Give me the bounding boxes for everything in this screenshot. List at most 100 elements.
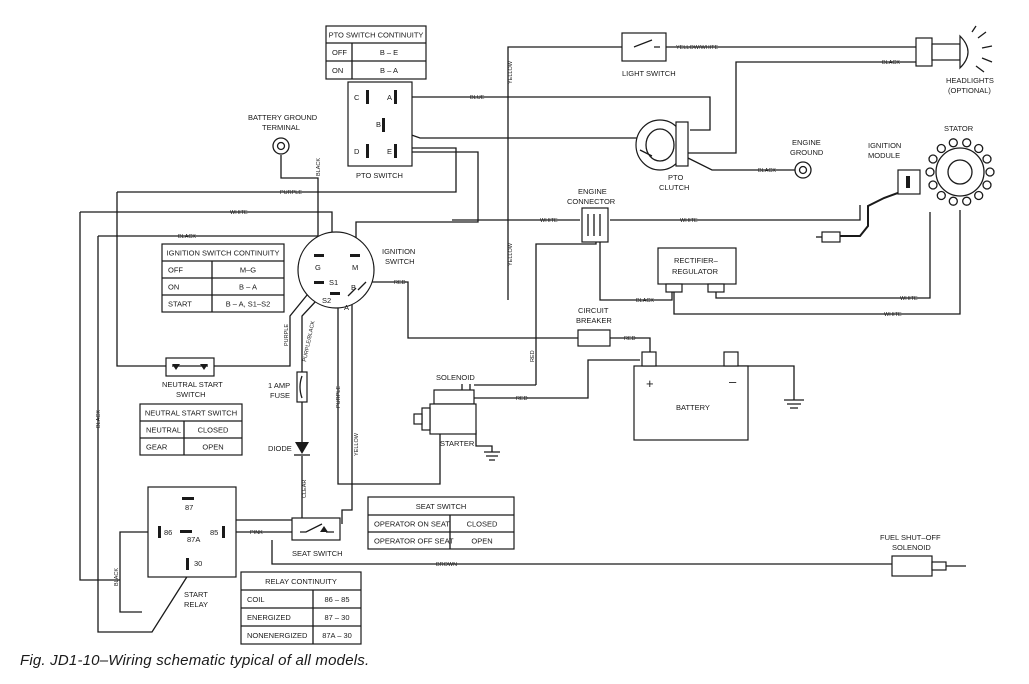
engine-ground: ENGINE GROUND [790,138,824,179]
table-cell: CLOSED [198,426,229,435]
svg-text:CONNECTOR: CONNECTOR [567,197,616,206]
ground-icon [784,399,804,409]
svg-text:NEUTRAL START: NEUTRAL START [162,380,223,389]
table-title: PTO SWITCH CONTINUITY [329,31,424,40]
battery: + – BATTERY [633,351,749,441]
wire-purple-neutral [214,283,317,367]
wire-yellow-seat [341,296,353,524]
svg-text:IGNITION: IGNITION [868,141,901,150]
table-title: SEAT SWITCH [416,502,467,511]
wire-pto-b-clutch [385,125,640,139]
svg-text:ENGINE: ENGINE [792,138,821,147]
svg-text:BATTERY: BATTERY [676,403,710,412]
wire-label: RED [394,280,406,286]
wire-purple-left [116,192,166,367]
battery-ground-terminal: BATTERY GROUND TERMINAL [248,113,318,155]
svg-text:DIODE: DIODE [268,444,292,453]
svg-text:87A: 87A [187,535,200,544]
ignition-module: IGNITION MODULE [816,141,921,243]
wire-connector-black [599,240,673,301]
svg-text:LIGHT SWITCH: LIGHT SWITCH [622,69,676,78]
engine-connector: ENGINE CONNECTOR [567,187,616,243]
wire-battery-gnd [736,365,795,400]
table-cell: B – A [380,66,398,75]
wire-clear [226,456,303,521]
wire-label: BLACK [178,234,196,240]
wire-red-battery [610,337,651,352]
table-cell: M–G [240,266,256,275]
wire-yellow-main [507,46,622,300]
svg-text:SWITCH: SWITCH [385,257,415,266]
table-cell: GEAR [146,443,168,452]
svg-text:CIRCUIT: CIRCUIT [578,306,609,315]
table-cell: OPEN [202,443,223,452]
wire-white-down [79,212,120,581]
svg-text:30: 30 [194,559,202,568]
wire-label: PURPLE [280,190,302,196]
svg-text:STARTER: STARTER [440,439,475,448]
amp-fuse: 1 AMP FUSE [268,371,308,403]
wire-red-bat2 [474,359,640,399]
wire-label: BLUE [470,95,485,101]
wire-pto-e [355,151,479,252]
svg-text:GROUND: GROUND [790,148,824,157]
svg-text:87: 87 [185,503,193,512]
fuel-shutoff-solenoid: FUEL SHUT–OFF SOLENOID [880,533,966,577]
table-cell: 86 – 85 [324,595,349,604]
table-title: RELAY CONTINUITY [265,577,337,586]
table-cell: OPERATOR ON SEAT [374,520,450,529]
table-cell: NONENERGIZED [247,631,308,640]
svg-text:REGULATOR: REGULATOR [672,267,719,276]
wire-label: RED [516,396,528,402]
wire-label: YELLOW [508,242,514,266]
wires [79,46,961,633]
pto-switch: C A B D E PTO SWITCH [347,81,413,180]
svg-text:HEADLIGHTS: HEADLIGHTS [946,76,994,85]
terminal-label: B [376,120,381,129]
wire-headlights-black [688,61,930,154]
ground-symbols [484,399,804,461]
svg-text:S1: S1 [329,278,338,287]
svg-text:85: 85 [210,528,218,537]
wire-red-cb [368,281,578,339]
table-title: IGNITION SWITCH CONTINUITY [167,249,280,258]
svg-text:S2: S2 [322,296,331,305]
svg-text:M: M [352,263,358,272]
wire-clutch-ground [687,157,795,171]
wire-label: YELLOW [354,432,360,456]
wire-rect-white-2 [673,210,961,315]
table-cell: ENERGIZED [247,613,291,622]
svg-text:PTO: PTO [668,173,683,182]
battery-negative: – [729,374,737,389]
svg-text:MODULE: MODULE [868,151,900,160]
table-cell: OPEN [471,537,492,546]
wire-label: PINK [250,530,263,536]
stator: STATOR [925,124,995,206]
wire-label: WHITE [230,210,248,216]
table-cell: CLOSED [467,520,498,529]
svg-text:START: START [184,590,208,599]
wire-label: WHITE [884,312,902,318]
svg-text:STATOR: STATOR [944,124,974,133]
wire-label: PURPLE [284,324,290,346]
wire-label: WHITE [540,218,558,224]
svg-text:SOLENOID: SOLENOID [892,543,931,552]
headlights: HEADLIGHTS (OPTIONAL) [915,25,994,95]
pto-switch-label: PTO SWITCH [356,171,403,180]
wire-white-stator [610,205,861,221]
figure-caption: Fig. JD1-10–Wiring schematic typical of … [20,652,370,669]
rectifier-regulator: RECTIFIER– REGULATOR [657,247,737,293]
wire-label: YELLOW [508,60,514,84]
wire-label: BLACK [114,568,120,586]
solenoid-starter: SOLENOID STARTER [413,373,477,448]
table-cell: 87 – 30 [324,613,349,622]
table-cell: 87A – 30 [322,631,352,640]
start-relay: 87 86 87A 85 30 START RELAY [147,486,237,609]
terminal-label: E [387,147,392,156]
wire-white-left [80,211,333,240]
svg-text:(OPTIONAL): (OPTIONAL) [948,86,991,95]
light-switch: LIGHT SWITCH [621,32,676,78]
